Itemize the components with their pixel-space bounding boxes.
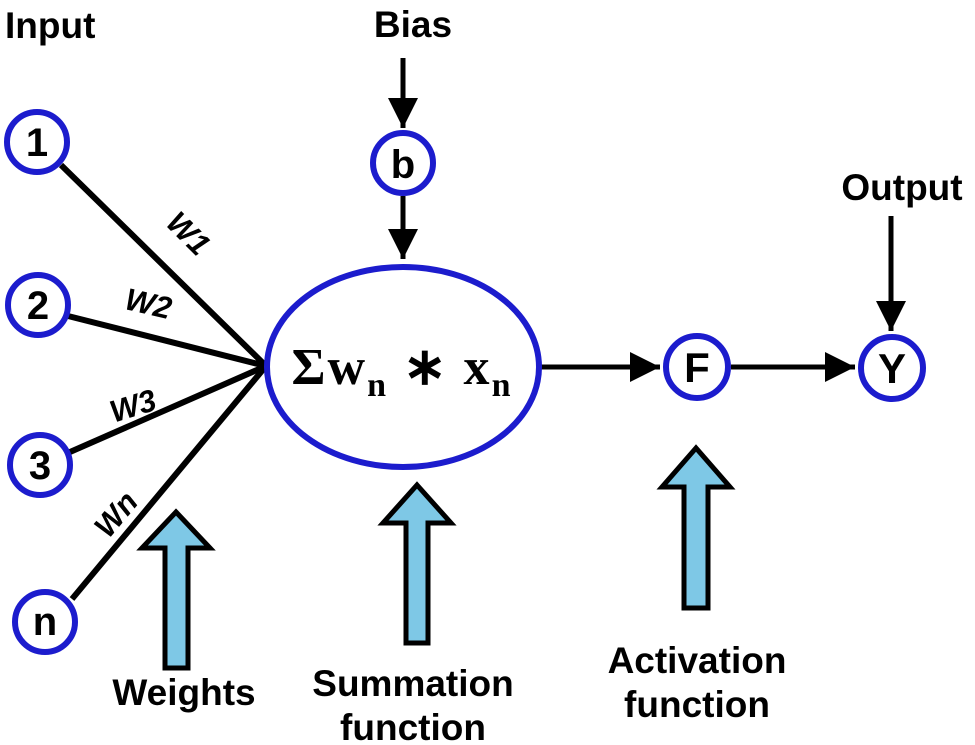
summation-caption-line1: Summation [312, 663, 513, 704]
output-node-label: Y [878, 345, 906, 392]
activation-node-label: F [684, 344, 710, 391]
activation-caption-line1: Activation [608, 640, 787, 681]
input-node-1-label: 1 [26, 121, 48, 165]
input-node-n-label: n [33, 600, 57, 644]
weight-label-w1: W1 [160, 205, 218, 263]
input-node-1-circle [4, 109, 70, 175]
output-node-circle [858, 334, 926, 402]
weight-label-w3: W3 [106, 382, 161, 429]
input-node-2-circle [5, 272, 71, 338]
input-section-label: Input [5, 5, 95, 46]
input-node-n-circle [12, 589, 78, 655]
input-node-3-label: 3 [29, 444, 51, 488]
weight-line-3 [68, 363, 268, 455]
summation-ellipse [264, 264, 542, 470]
weights-caption: Weights [112, 672, 255, 713]
activation-block-arrow [656, 444, 736, 611]
activation-node-circle [663, 333, 731, 401]
summation-formula: Σwn ∗ xn [292, 339, 513, 404]
formula-part1: Σw [292, 339, 368, 396]
weight-line-1 [58, 162, 269, 369]
input-node-2-label: 2 [27, 284, 49, 328]
weights-block-arrow [136, 508, 216, 671]
weight-label-w2: W2 [122, 281, 175, 326]
weight-label-wn: Wn [87, 485, 145, 544]
bias-node-circle [370, 130, 436, 196]
weight-line-2 [67, 313, 267, 369]
formula-sub2: n [492, 367, 513, 404]
formula-sub1: n [367, 367, 388, 404]
summation-caption-line2: function [340, 707, 486, 745]
input-node-3-circle [7, 432, 73, 498]
weight-line-n [69, 364, 269, 601]
formula-part2: ∗ x [388, 339, 492, 396]
summation-block-arrow [377, 481, 457, 646]
activation-caption-line2: function [624, 684, 770, 725]
bias-section-label: Bias [374, 4, 452, 45]
bias-node-label: b [391, 143, 415, 187]
output-section-label: Output [841, 167, 962, 208]
